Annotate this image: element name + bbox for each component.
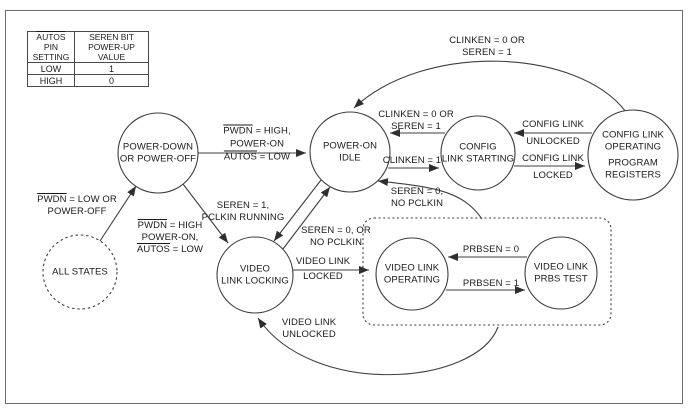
diagram-border: [5, 10, 683, 404]
arrow-power-down-to-locking: [182, 183, 229, 244]
table-cell-setting: LOW: [27, 62, 75, 75]
state-circle-video-link-locking: [216, 236, 294, 314]
state-label-video-link-operating: VIDEO LINK OPERATING: [383, 262, 441, 286]
table-cell-value: 1: [74, 62, 149, 75]
table-cell-setting: HIGH: [27, 74, 75, 87]
label-config-operating-to-idle-arc: CLINKEN = 0 OR SEREN = 1: [449, 35, 525, 58]
label-config-operating-to-starting: CONFIG LINK UNLOCKED: [522, 119, 584, 147]
table-row: HIGH 0: [27, 74, 149, 87]
state-circle-power-on-idle: [309, 111, 391, 193]
state-circle-video-link-operating: [375, 237, 449, 311]
arrow-group-to-idle: [377, 178, 483, 220]
arrow-locking-to-idle: [282, 186, 331, 250]
label-config-starting-to-operating: CONFIG LINK LOCKED: [522, 153, 584, 181]
state-label-config-link-starting: CONFIG LINK STARTING: [441, 141, 515, 165]
table-cell-value: 0: [74, 74, 149, 87]
label-power-down-to-idle: PWDN = HIGH, POWER-ON AUTOS = LOW: [223, 125, 291, 163]
arrow-config-operating-to-idle-arc: [353, 60, 627, 113]
table-header-seren-bit: SEREN BIT POWER-UP VALUE: [74, 31, 149, 63]
label-idle-to-locking: SEREN = 1, PCLKIN RUNNING: [201, 200, 285, 223]
state-label-power-down: POWER-DOWN OR POWER-OFF: [119, 141, 197, 165]
state-label-video-link-prbs-test: VIDEO LINK PRBS TEST: [533, 261, 589, 285]
state-label-config-link-operating: CONFIG LINK OPERATING PROGRAM REGISTERS: [602, 129, 664, 181]
label-prbs-to-operating: PRBSEN = 0: [462, 244, 520, 255]
arrow-all-states-to-power-down: [99, 185, 137, 242]
label-group-to-locking-arc: VIDEO LINK UNLOCKED: [281, 317, 337, 340]
state-label-video-link-locking: VIDEO LINK LOCKING: [221, 263, 289, 287]
label-all-states-to-power-down: PWDN = LOW OR POWER-OFF: [37, 194, 117, 217]
state-circle-power-down: [117, 112, 199, 194]
arrow-group-to-locking-arc: [257, 317, 499, 376]
label-power-down-to-locking: PWDN = HIGH POWER-ON, AUTOS = LOW: [136, 220, 204, 255]
state-circle-all-states: [42, 234, 118, 310]
label-config-starting-to-idle: CLINKEN = 0 OR SEREN = 1: [378, 109, 454, 132]
label-operating-to-prbs: PRBSEN = 1: [462, 278, 520, 289]
state-circle-config-link-starting: [440, 115, 516, 191]
label-idle-to-config-starting: CLINKEN = 1: [382, 155, 442, 166]
state-circle-video-link-prbs-test: [524, 236, 598, 310]
state-label-all-states: ALL STATES: [52, 266, 108, 278]
autos-seren-table: AUTOS PIN SETTING SEREN BIT POWER-UP VAL…: [27, 31, 149, 87]
label-group-to-idle: SEREN = 0, NO PCLKIN: [390, 186, 444, 209]
arrow-idle-to-locking: [273, 179, 322, 242]
label-locking-to-group: VIDEO LINK LOCKED: [295, 256, 351, 282]
state-label-power-on-idle: POWER-ON IDLE: [322, 140, 378, 164]
table-header-autos-pin: AUTOS PIN SETTING: [27, 31, 75, 63]
state-circle-config-link-operating: [587, 109, 679, 201]
label-locking-to-idle: SEREN = 0, OR NO PCLKIN: [301, 225, 371, 248]
table-row: LOW 1: [27, 62, 149, 75]
